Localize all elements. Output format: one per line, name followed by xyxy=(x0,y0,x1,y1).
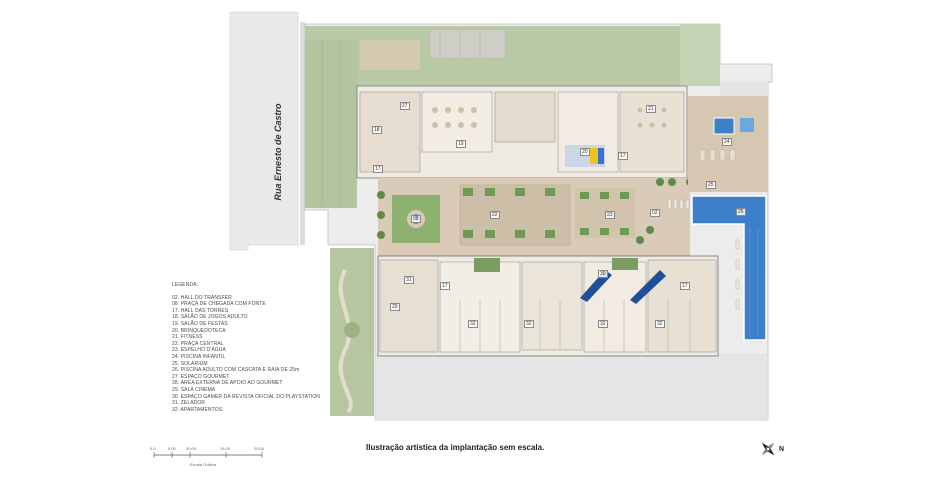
legend-item: 32. APARTAMENTOS xyxy=(172,406,223,413)
legend-title: LEGENDA: xyxy=(172,282,199,288)
legend-item: 18. SALÃO DE JOGOS ADULTO xyxy=(172,314,248,321)
north-arrow-icon xyxy=(761,442,775,456)
plan-label-17d: 17 xyxy=(680,282,690,290)
scale-tick-label: 0,0 xyxy=(150,446,156,451)
plan-label-27: 27 xyxy=(400,102,410,110)
scale-tick-label: 20,00 xyxy=(254,446,265,451)
kids-pool xyxy=(713,117,735,135)
scale-tick-label: 5,00 xyxy=(168,446,176,451)
legend-item: 17. HALL DAS TORRES xyxy=(172,307,229,314)
street-area xyxy=(229,11,305,251)
plan-label-17b: 17 xyxy=(618,152,628,160)
bottom-parking xyxy=(374,354,769,421)
legend-list: 02. HALL DO TRANSFER 08. PRAÇA DE CHEGAD… xyxy=(172,295,362,414)
plan-label-26: 26 xyxy=(736,208,746,216)
legend-item: 02. HALL DO TRANSFER xyxy=(172,294,232,301)
scale-tick-label: 10,00 xyxy=(186,446,197,451)
plan-label-21: 21 xyxy=(646,105,656,113)
adult-pool xyxy=(691,195,767,341)
legend-item: 31. ZELADOR xyxy=(172,400,206,407)
scale-tick-label: 15,00 xyxy=(220,446,231,451)
scale-tick-labels: 0,0 5,00 10,00 15,00 20,00 xyxy=(150,446,270,454)
legend-item: 22. PRAÇA CENTRAL xyxy=(172,340,224,347)
legend-item: 29. SALA CINEMA xyxy=(172,386,216,393)
plan-label-32b: 32 xyxy=(524,320,534,328)
legend-item: 27. ESPAÇO GOURMET xyxy=(172,373,230,380)
legend-item: 24. PISCINA INFANTIL xyxy=(172,353,226,360)
legend-item: 30. ESPAÇO GAMER DA REVISTA OFICIAL DO P… xyxy=(172,393,320,400)
plan-label-24: 24 xyxy=(722,138,732,146)
street-name-label: Rua Ernesto de Castro xyxy=(258,96,298,208)
legend-item: 19. SALÃO DE FESTAS xyxy=(172,320,228,327)
plan-label-08: 08 xyxy=(411,215,421,223)
plan-label-17c: 17 xyxy=(440,282,450,290)
legend-item: 21. FITNESS xyxy=(172,334,203,341)
scale-bar xyxy=(153,452,263,458)
caption: Ilustração artística da implantação sem … xyxy=(366,443,545,452)
plan-label-25: 25 xyxy=(706,181,716,189)
north-label: N xyxy=(779,446,785,453)
legend-item: 28. ÁREA EXTERNA DE APOIO AO GOURMET xyxy=(172,380,283,387)
left-garden xyxy=(305,40,357,208)
legend-item: 26. PISCINA ADULTO COM CASCATA E RAIA DE… xyxy=(172,367,300,374)
plan-label-19: 19 xyxy=(456,140,466,148)
amenity-building xyxy=(356,85,688,179)
plan-label-29: 29 xyxy=(390,303,400,311)
scale-title: Escala Gráfica xyxy=(190,462,217,467)
legend-item: 25. SOLARIUM xyxy=(172,360,208,367)
legend-item: 20. BRINQUEDOTECA xyxy=(172,327,226,334)
plan-label-18: 18 xyxy=(372,126,382,134)
plan-label-23: 23 xyxy=(605,211,615,219)
legend-item: 08. PRAÇA DE CHEGADA COM FONTE xyxy=(172,301,266,308)
plan-label-31: 31 xyxy=(404,276,414,284)
legend-item: 23. ESPELHO D'ÁGUA xyxy=(172,347,226,354)
scale-legend: 0,0 5,00 10,00 15,00 20,00 Escala Gráfic… xyxy=(150,446,270,470)
plan-label-17a: 17 xyxy=(373,165,383,173)
plan-label-20: 20 xyxy=(580,148,590,156)
legend: LEGENDA: 02. HALL DO TRANSFER 08. PRAÇA … xyxy=(172,282,362,413)
street-name: Rua Ernesto de Castro xyxy=(273,103,283,201)
central-plaza xyxy=(378,178,690,256)
plan-label-22: 22 xyxy=(490,211,500,219)
north-indicator: N xyxy=(756,438,790,462)
towers xyxy=(377,255,719,357)
plan-label-02: 02 xyxy=(650,209,660,217)
plan-label-32c: 32 xyxy=(598,320,608,328)
plan-label-30: 30 xyxy=(598,270,608,278)
plan-label-32a: 32 xyxy=(468,320,478,328)
plan-label-32d: 32 xyxy=(655,320,665,328)
